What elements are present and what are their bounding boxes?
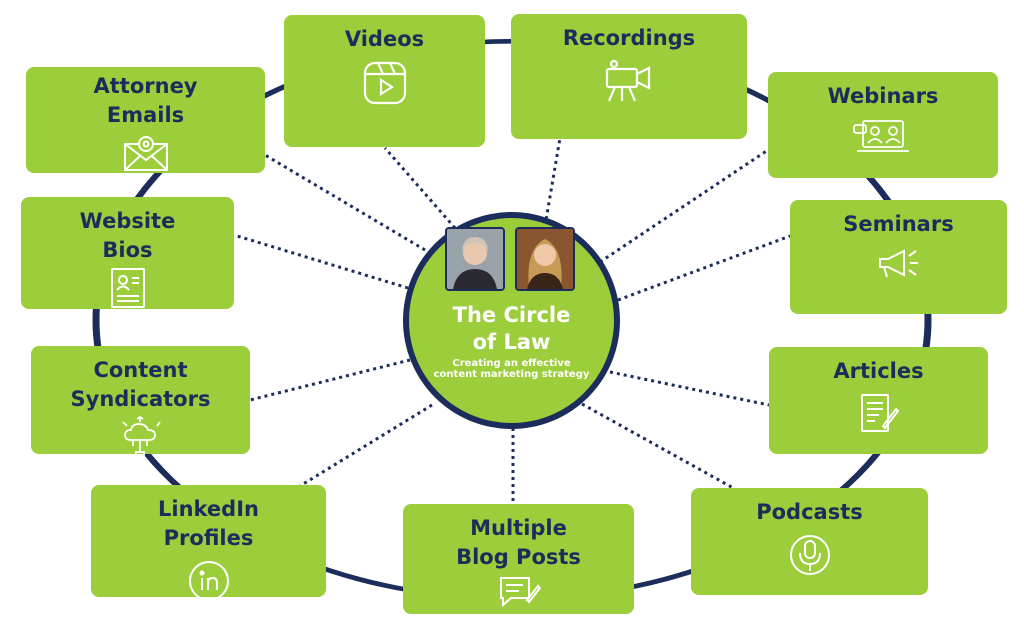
connector-recordings bbox=[543, 137, 562, 227]
profile-card-icon bbox=[108, 267, 148, 309]
node-label-attorney-emails: Attorney Emails bbox=[93, 74, 198, 127]
node-label-webinars: Webinars bbox=[827, 84, 939, 108]
connector-content-syndicators bbox=[249, 358, 411, 402]
node-label-content-syndicators: Content Syndicators bbox=[70, 358, 211, 411]
linkedin-icon bbox=[187, 559, 231, 603]
node-articles: Articles bbox=[769, 347, 988, 454]
node-label-linkedin-profiles: LinkedIn Profiles bbox=[158, 497, 259, 550]
email-icon bbox=[122, 132, 170, 172]
node-label-recordings: Recordings bbox=[562, 26, 696, 50]
connector-website-bios bbox=[233, 233, 409, 290]
connector-webinars bbox=[599, 148, 769, 264]
hub-circle: The Circle of Law Creating an effective … bbox=[403, 212, 620, 429]
node-label-podcasts: Podcasts bbox=[756, 500, 863, 524]
portrait-right bbox=[515, 227, 575, 291]
hub-inner: The Circle of Law Creating an effective … bbox=[409, 218, 614, 423]
connector-videos bbox=[383, 147, 457, 229]
connector-podcasts bbox=[581, 402, 736, 491]
article-icon bbox=[859, 392, 899, 434]
node-videos: Videos bbox=[284, 15, 485, 147]
video-reel-icon bbox=[362, 60, 408, 106]
hub-subtitle: Creating an effective content marketing … bbox=[433, 358, 590, 380]
connector-linkedin-profiles bbox=[299, 403, 433, 488]
node-podcasts: Podcasts bbox=[691, 488, 928, 595]
megaphone-icon bbox=[874, 245, 924, 281]
blog-post-icon bbox=[497, 574, 541, 608]
portrait-left bbox=[445, 227, 505, 291]
connector-articles bbox=[609, 370, 770, 407]
node-multiple-blog-posts: Multiple Blog Posts bbox=[403, 504, 634, 614]
node-content-syndicators: Content Syndicators bbox=[31, 346, 250, 459]
connector-seminars bbox=[617, 234, 791, 302]
webinar-icon bbox=[853, 117, 913, 153]
node-seminars: Seminars bbox=[790, 200, 1007, 314]
node-website-bios: Website Bios bbox=[21, 197, 234, 309]
node-label-articles: Articles bbox=[833, 359, 924, 383]
node-label-multiple-blog-posts: Multiple Blog Posts bbox=[456, 516, 581, 569]
node-recordings: Recordings bbox=[511, 14, 747, 139]
microphone-icon bbox=[788, 533, 832, 577]
hub-title: The Circle of Law bbox=[452, 303, 571, 354]
node-webinars: Webinars bbox=[768, 72, 998, 178]
node-linkedin-profiles: LinkedIn Profiles bbox=[91, 485, 326, 601]
syndication-icon bbox=[119, 416, 163, 460]
node-attorney-emails: Attorney Emails bbox=[26, 67, 265, 173]
node-label-videos: Videos bbox=[344, 27, 425, 51]
node-label-website-bios: Website Bios bbox=[79, 209, 176, 262]
video-camera-icon bbox=[603, 59, 655, 103]
node-label-seminars: Seminars bbox=[843, 212, 954, 236]
connector-attorney-emails bbox=[264, 153, 426, 252]
